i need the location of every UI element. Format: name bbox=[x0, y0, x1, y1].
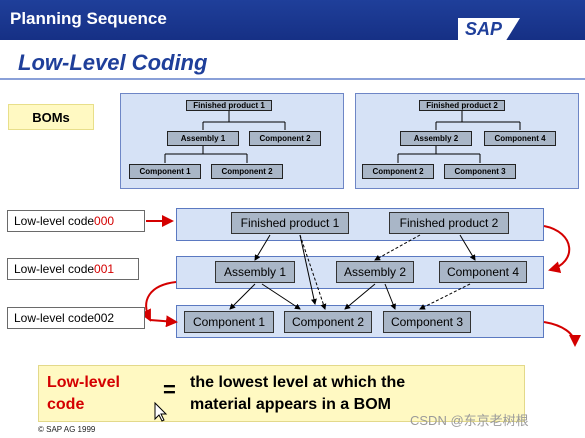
sap-logo bbox=[458, 18, 520, 40]
node-assembly-2: Assembly 2 bbox=[336, 261, 414, 283]
bom2-tree-lines bbox=[397, 110, 521, 163]
level-label-prefix: Low-level code bbox=[14, 214, 95, 228]
level-code-000: 000 bbox=[94, 214, 115, 228]
definition-term-line2: code bbox=[47, 396, 85, 413]
bom2-component-node: Component 4 bbox=[484, 131, 556, 146]
bom2-root-node: Finished product 2 bbox=[419, 100, 505, 111]
bom2-leaf-right: Component 3 bbox=[444, 164, 516, 179]
level-label-prefix: Low-level code bbox=[14, 262, 95, 276]
node-finished-product-2: Finished product 2 bbox=[389, 212, 509, 234]
page-title: Planning Sequence bbox=[10, 9, 167, 28]
definition-term-line1: Low-level bbox=[47, 374, 120, 391]
copyright-text: © SAP AG 1999 bbox=[38, 425, 96, 434]
slide-subtitle: Low-Level Coding bbox=[18, 50, 208, 75]
sap-logo-text: SAP bbox=[465, 19, 503, 39]
definition-text-line2: material appears in a BOM bbox=[190, 396, 391, 413]
red-arrows bbox=[140, 215, 581, 347]
bom1-leaf-right: Component 2 bbox=[211, 164, 283, 179]
level-label-000: Low-level code 000 bbox=[7, 210, 145, 232]
watermark-text: CSDN @东京老树根 bbox=[410, 413, 529, 428]
definition-equals: = bbox=[163, 377, 176, 402]
bom1-assembly-node: Assembly 1 bbox=[167, 131, 239, 146]
node-component-1: Component 1 bbox=[184, 311, 274, 333]
bom1-tree-lines bbox=[164, 110, 286, 163]
boms-label: BOMs bbox=[8, 104, 94, 130]
node-component-3: Component 3 bbox=[383, 311, 471, 333]
definition-box bbox=[38, 365, 525, 422]
level-code-002: 002 bbox=[94, 311, 115, 325]
bom1-root-node: Finished product 1 bbox=[186, 100, 272, 111]
divider bbox=[0, 78, 585, 80]
bom1-leaf-left: Component 1 bbox=[129, 164, 201, 179]
node-component-2: Component 2 bbox=[284, 311, 372, 333]
definition-text-line1: the lowest level at which the bbox=[190, 374, 406, 391]
definition-text: the lowest level at which the material a… bbox=[190, 372, 405, 416]
level-label-002: Low-level code 002 bbox=[7, 307, 145, 329]
level-label-001: Low-level code 001 bbox=[7, 258, 139, 280]
bom1-component-node: Component 2 bbox=[249, 131, 321, 146]
level-code-001: 001 bbox=[94, 262, 115, 276]
level-arrows bbox=[229, 234, 476, 310]
node-finished-product-1: Finished product 1 bbox=[231, 212, 349, 234]
level-label-prefix: Low-level code bbox=[14, 311, 95, 325]
bom2-assembly-node: Assembly 2 bbox=[400, 131, 472, 146]
node-assembly-1: Assembly 1 bbox=[215, 261, 295, 283]
bom2-leaf-left: Component 2 bbox=[362, 164, 434, 179]
definition-term: Low-level code bbox=[47, 372, 142, 416]
node-component-4: Component 4 bbox=[439, 261, 527, 283]
